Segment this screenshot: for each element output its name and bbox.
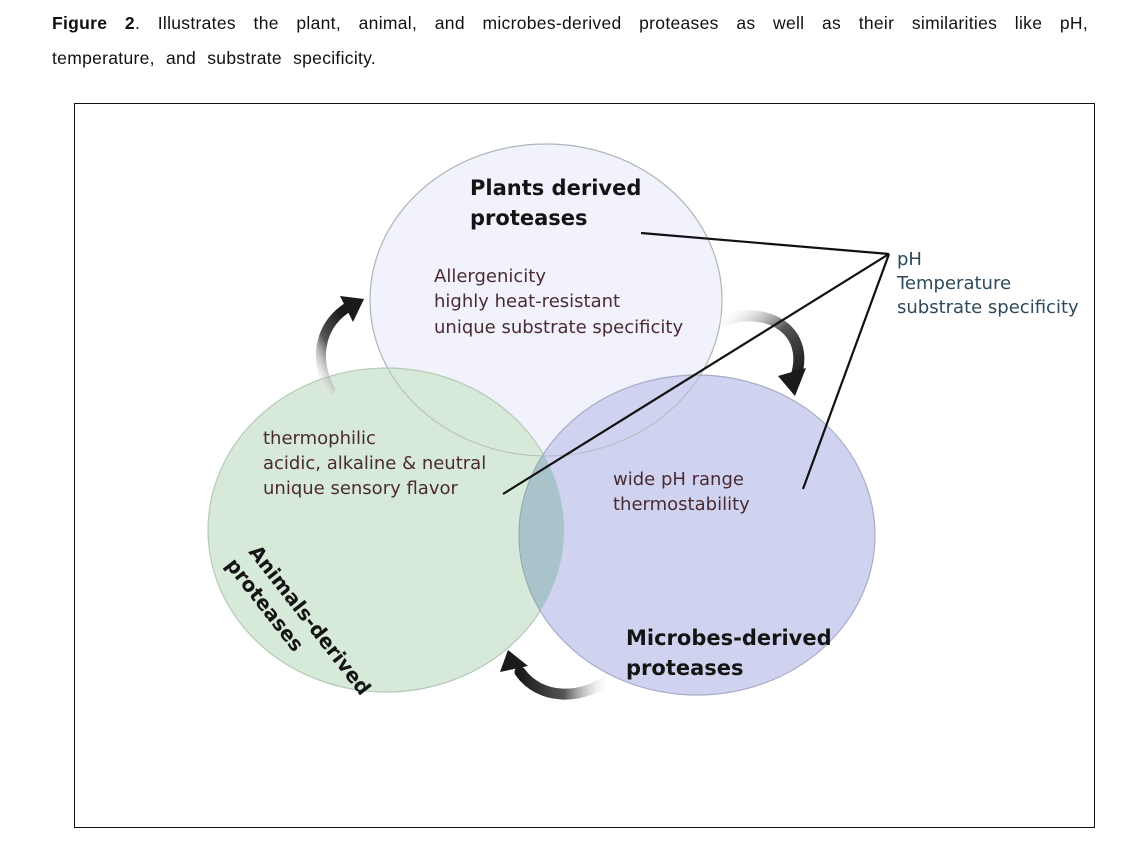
similarity-item: Temperature	[896, 273, 1011, 294]
arrowhead-icon	[500, 650, 528, 672]
figure-caption: Figure 2. Illustrates the plant, animal,…	[52, 6, 1088, 76]
similarity-connectors	[502, 231, 891, 495]
connector-plants	[640, 231, 890, 256]
animals-property: unique sensory flavor	[263, 478, 459, 499]
arrowhead-icon	[778, 368, 806, 396]
figure-caption-text: . Illustrates the plant, animal, and mic…	[52, 13, 1088, 68]
plants-title-line: proteases	[470, 206, 588, 230]
animals-property: thermophilic	[263, 428, 376, 449]
connector-animals	[502, 253, 890, 495]
similarity-item: substrate specificity	[897, 297, 1079, 318]
similarities-list: pH Temperature substrate specificity	[896, 249, 1079, 318]
microbes-title: Microbes-derived proteases	[626, 626, 839, 680]
animals-properties: thermophilic acidic, alkaline & neutral …	[263, 428, 492, 499]
animals-property: acidic, alkaline & neutral	[263, 453, 486, 474]
arrowhead-icon	[340, 296, 364, 322]
plants-property: Allergenicity	[434, 266, 546, 287]
microbes-title-line: proteases	[626, 656, 744, 680]
figure-label: Figure 2	[52, 13, 135, 33]
arrow-animals-to-plants	[315, 296, 364, 395]
microbes-property: thermostability	[613, 494, 750, 515]
plants-property: unique substrate specificity	[434, 317, 683, 338]
arrow-microbes-to-animals	[500, 650, 614, 700]
overlap-animals-microbes	[518, 374, 564, 692]
microbes-properties: wide pH range thermostability	[613, 469, 750, 515]
plants-properties: Allergenicity highly heat-resistant uniq…	[434, 266, 683, 338]
plants-property: highly heat-resistant	[434, 291, 620, 312]
animals-circle	[207, 367, 565, 693]
arrow-plants-to-microbes	[718, 310, 806, 396]
plants-circle-outline	[369, 143, 723, 457]
figure-frame	[74, 103, 1095, 828]
similarity-item: pH	[897, 249, 922, 270]
connector-microbes	[801, 253, 891, 490]
microbes-property: wide pH range	[613, 469, 744, 490]
plants-title-line: Plants derived	[470, 176, 641, 200]
plants-title: Plants derived proteases	[470, 176, 649, 230]
microbes-title-line: Microbes-derived	[626, 626, 832, 650]
